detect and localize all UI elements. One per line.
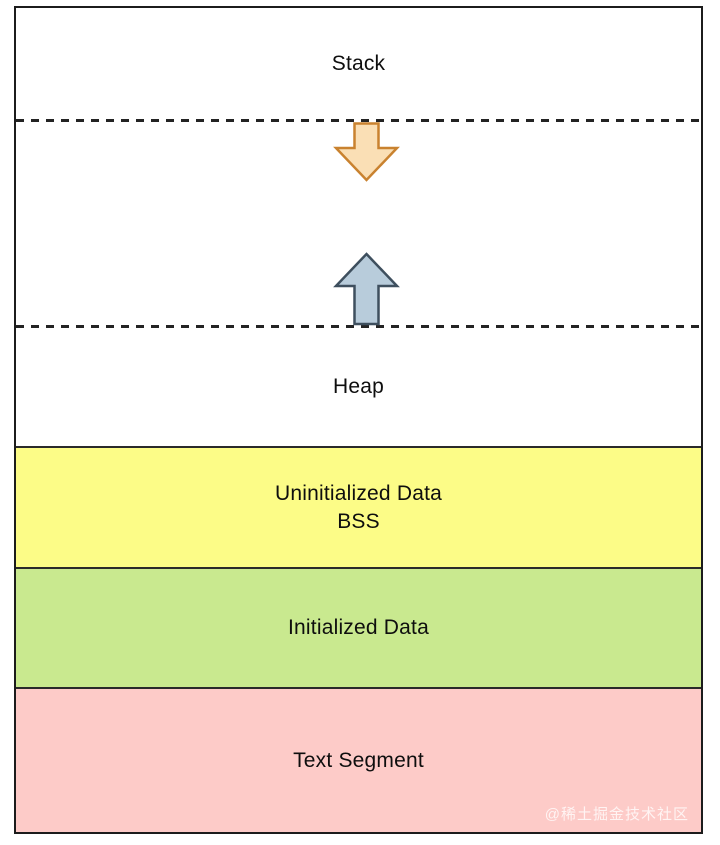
stack-boundary-dashed-line <box>16 119 701 122</box>
heap-label: Heap <box>332 375 384 398</box>
stack-grows-down-arrow <box>333 122 400 182</box>
bss-label: BSS <box>337 509 380 533</box>
heap-segment: Heap <box>16 328 701 446</box>
initialized-data-label: Initialized Data <box>288 616 429 639</box>
uninitialized-data-segment: Uninitialized Data BSS <box>16 446 701 567</box>
growth-direction-region <box>16 122 701 326</box>
heap-boundary-dashed-line <box>16 325 701 328</box>
initialized-data-segment: Initialized Data <box>16 567 701 687</box>
text-segment-label: Text Segment <box>293 748 424 772</box>
stack-segment: Stack <box>16 8 701 119</box>
text-segment: Text Segment @稀土掘金技术社区 <box>16 687 701 832</box>
heap-grows-up-arrow <box>333 252 400 326</box>
memory-layout-box: Stack Heap Uninitialized Data BSS Initia… <box>14 6 703 834</box>
watermark: @稀土掘金技术社区 <box>544 806 689 823</box>
up-arrow-shape <box>333 252 400 326</box>
uninitialized-data-label: Uninitialized Data <box>274 481 443 505</box>
stack-label: Stack <box>331 51 386 75</box>
down-arrow-shape <box>333 122 400 182</box>
